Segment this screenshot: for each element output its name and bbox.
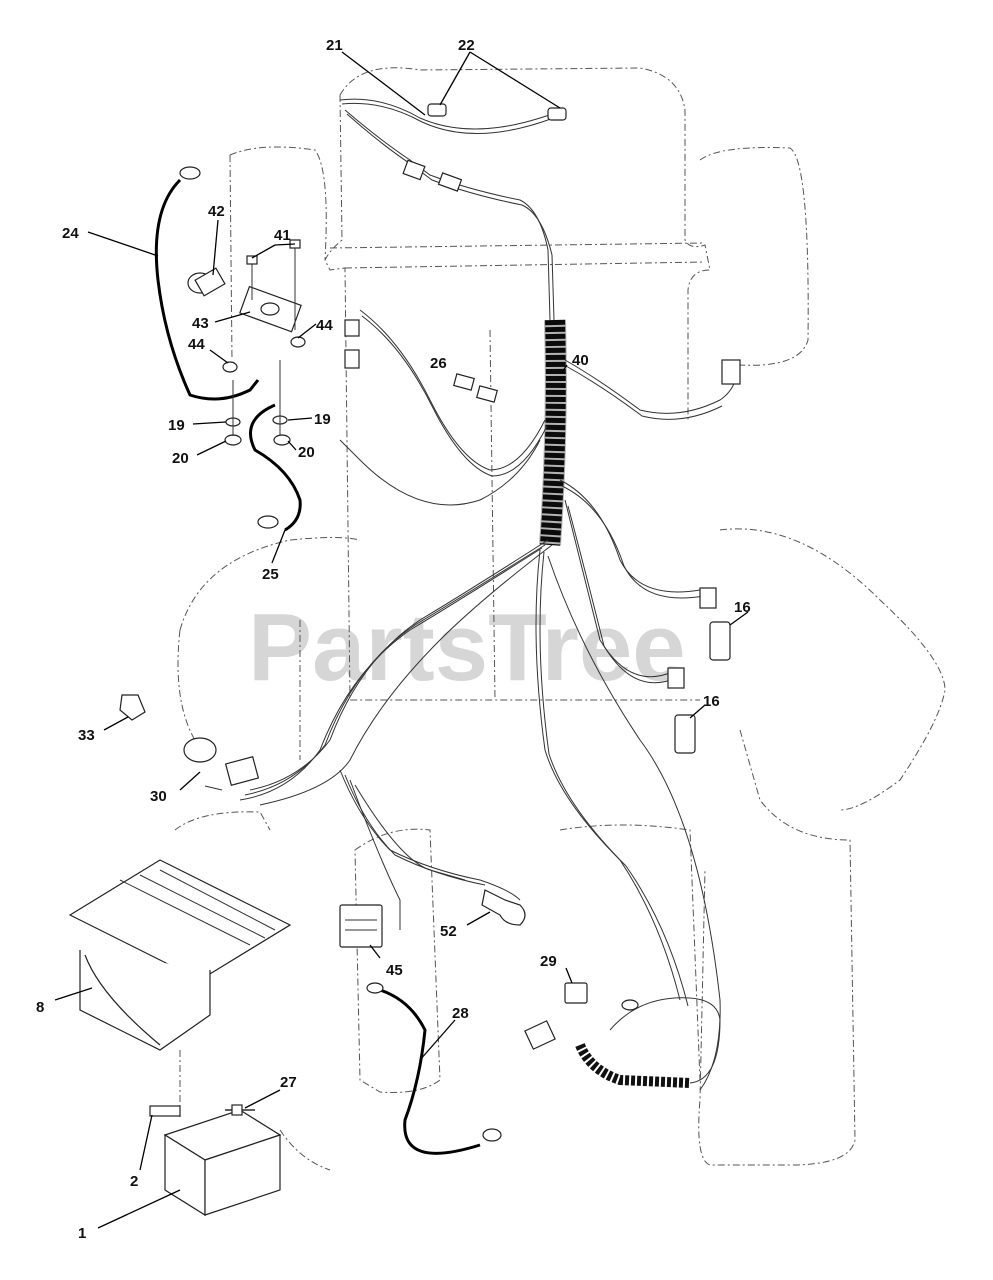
harness-connector-top [402, 159, 426, 181]
callout-42: 42 [208, 203, 225, 220]
connector-right-upper [721, 359, 741, 385]
coiled-cord-29 [524, 982, 721, 1088]
callout-41: 41 [274, 227, 291, 244]
boot-42-body [194, 267, 226, 297]
connector-26-b [476, 385, 498, 403]
ignition-connector [224, 756, 260, 786]
headlight-bulb-left [427, 103, 447, 117]
callout-30: 30 [150, 788, 167, 805]
callout-20-left: 20 [172, 450, 189, 467]
switches-16 [674, 621, 731, 754]
callout-44-right: 44 [316, 317, 333, 334]
nut-44-right [290, 336, 306, 348]
callout-40: 40 [572, 352, 589, 369]
callout-16-upper: 16 [734, 599, 751, 616]
ignition-switch-30 [183, 737, 260, 791]
part-52 [481, 889, 526, 926]
callout-52: 52 [440, 923, 457, 940]
watermark: PartsTree [248, 594, 686, 701]
part-33 [119, 694, 146, 721]
battery-1 [149, 1104, 282, 1217]
connector-left-mid-2 [344, 319, 360, 337]
callout-27: 27 [280, 1074, 297, 1091]
switch-29 [564, 982, 588, 1004]
callout-8: 8 [36, 999, 44, 1016]
battery-post-2 [149, 1105, 181, 1117]
callout-26: 26 [430, 355, 447, 372]
headlight-bulb-right [547, 107, 567, 121]
callout-43: 43 [192, 315, 209, 332]
callout-44-left: 44 [188, 336, 205, 353]
frame-outline [174, 67, 946, 1171]
nut-20-right [273, 434, 291, 446]
fuse-holder-45 [339, 904, 383, 948]
cable-28 [366, 982, 502, 1155]
ring-terminal-28-top [366, 982, 384, 994]
callout-2: 2 [130, 1173, 138, 1190]
battery-box-8 [68, 859, 292, 1051]
plug-29 [524, 1020, 556, 1050]
terminal-27 [231, 1104, 243, 1116]
harness-branches [239, 309, 741, 1091]
callout-16-lower: 16 [703, 693, 720, 710]
harness-connector-top-2 [437, 172, 463, 192]
callout-19-right: 19 [314, 411, 331, 428]
nut-20-left [224, 434, 242, 446]
callout-45: 45 [386, 962, 403, 979]
screw-41-a [246, 255, 258, 265]
ring-terminal-29 [621, 999, 639, 1011]
battery-cables-top [154, 166, 302, 532]
connector-26-a [453, 373, 475, 391]
callout-33: 33 [78, 727, 95, 744]
callout-22: 22 [458, 37, 475, 54]
callout-25: 25 [262, 566, 279, 583]
callout-labels: 21 22 24 42 41 43 44 44 19 19 20 20 25 2… [36, 37, 751, 1242]
solenoid-hole [260, 302, 280, 316]
callout-28: 28 [452, 1005, 469, 1022]
callout-21: 21 [326, 37, 343, 54]
callout-19-left: 19 [168, 417, 185, 434]
ring-terminal-25 [257, 515, 279, 529]
ring-terminal-28-bottom [482, 1128, 502, 1142]
connector-left-mid [344, 349, 360, 369]
callout-20-right: 20 [298, 444, 315, 461]
callout-1: 1 [78, 1225, 86, 1242]
ignition-switch-body [183, 737, 217, 763]
connector-16-upper [699, 587, 717, 609]
nut-44-left [222, 361, 238, 373]
switch-16-upper [709, 621, 731, 661]
switch-16-lower [674, 714, 696, 754]
callout-29: 29 [540, 953, 557, 970]
headlight-harness [339, 98, 567, 321]
connector-16-lower [667, 667, 685, 689]
harness-conduit [539, 319, 567, 546]
callout-24: 24 [62, 225, 79, 242]
ring-terminal-24 [179, 166, 201, 180]
solenoid-assembly [187, 239, 306, 446]
leader-lines [54, 51, 749, 1229]
